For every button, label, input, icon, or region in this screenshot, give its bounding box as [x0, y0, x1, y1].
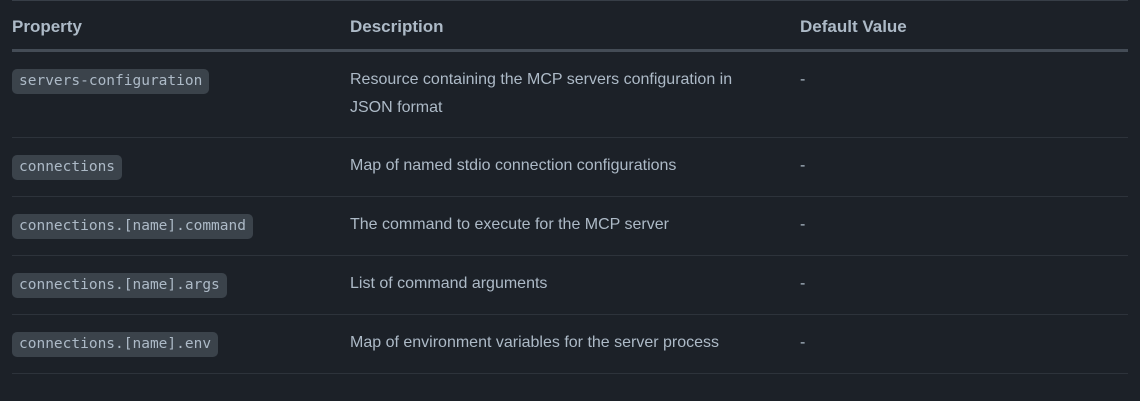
column-header-property: Property	[12, 0, 350, 52]
default-value-cell: -	[800, 196, 1128, 256]
properties-table: Property Description Default Value serve…	[12, 0, 1128, 374]
column-header-description: Description	[350, 0, 800, 52]
description-text: Map of environment variables for the ser…	[350, 334, 720, 351]
table-header-row: Property Description Default Value	[12, 0, 1128, 52]
table-body: servers-configuration Resource containin…	[12, 50, 1128, 374]
default-value-cell: -	[800, 255, 1128, 315]
column-header-default-value: Default Value	[800, 0, 1128, 52]
description-text: The command to execute for the MCP serve…	[350, 216, 669, 233]
property-cell: connections.[name].command	[12, 196, 350, 256]
table-header: Property Description Default Value	[12, 0, 1128, 52]
description-text: Map of named stdio connection configurat…	[350, 157, 677, 174]
default-value-text: -	[800, 275, 806, 292]
default-value-cell: -	[800, 314, 1128, 374]
property-code-badge: connections.[name].env	[12, 332, 219, 357]
property-code-badge: servers-configuration	[12, 69, 210, 94]
table-row: connections Map of named stdio connectio…	[12, 137, 1128, 197]
description-cell: Resource containing the MCP servers conf…	[350, 50, 800, 138]
table-row: connections.[name].args List of command …	[12, 255, 1128, 315]
property-code-badge: connections	[12, 155, 123, 180]
default-value-cell: -	[800, 50, 1128, 138]
property-cell: connections.[name].args	[12, 255, 350, 315]
default-value-cell: -	[800, 137, 1128, 197]
description-cell: The command to execute for the MCP serve…	[350, 196, 800, 256]
description-text: List of command arguments	[350, 275, 548, 292]
table-row: connections.[name].command The command t…	[12, 196, 1128, 256]
table-row: connections.[name].env Map of environmen…	[12, 314, 1128, 374]
description-text: Resource containing the MCP servers conf…	[350, 71, 733, 116]
description-cell: Map of environment variables for the ser…	[350, 314, 800, 374]
default-value-text: -	[800, 216, 806, 233]
default-value-text: -	[800, 71, 806, 88]
property-code-badge: connections.[name].args	[12, 273, 227, 298]
description-cell: List of command arguments	[350, 255, 800, 315]
description-cell: Map of named stdio connection configurat…	[350, 137, 800, 197]
property-cell: servers-configuration	[12, 50, 350, 138]
property-cell: connections.[name].env	[12, 314, 350, 374]
property-code-badge: connections.[name].command	[12, 214, 253, 239]
property-cell: connections	[12, 137, 350, 197]
default-value-text: -	[800, 334, 806, 351]
table-row: servers-configuration Resource containin…	[12, 50, 1128, 138]
default-value-text: -	[800, 157, 806, 174]
